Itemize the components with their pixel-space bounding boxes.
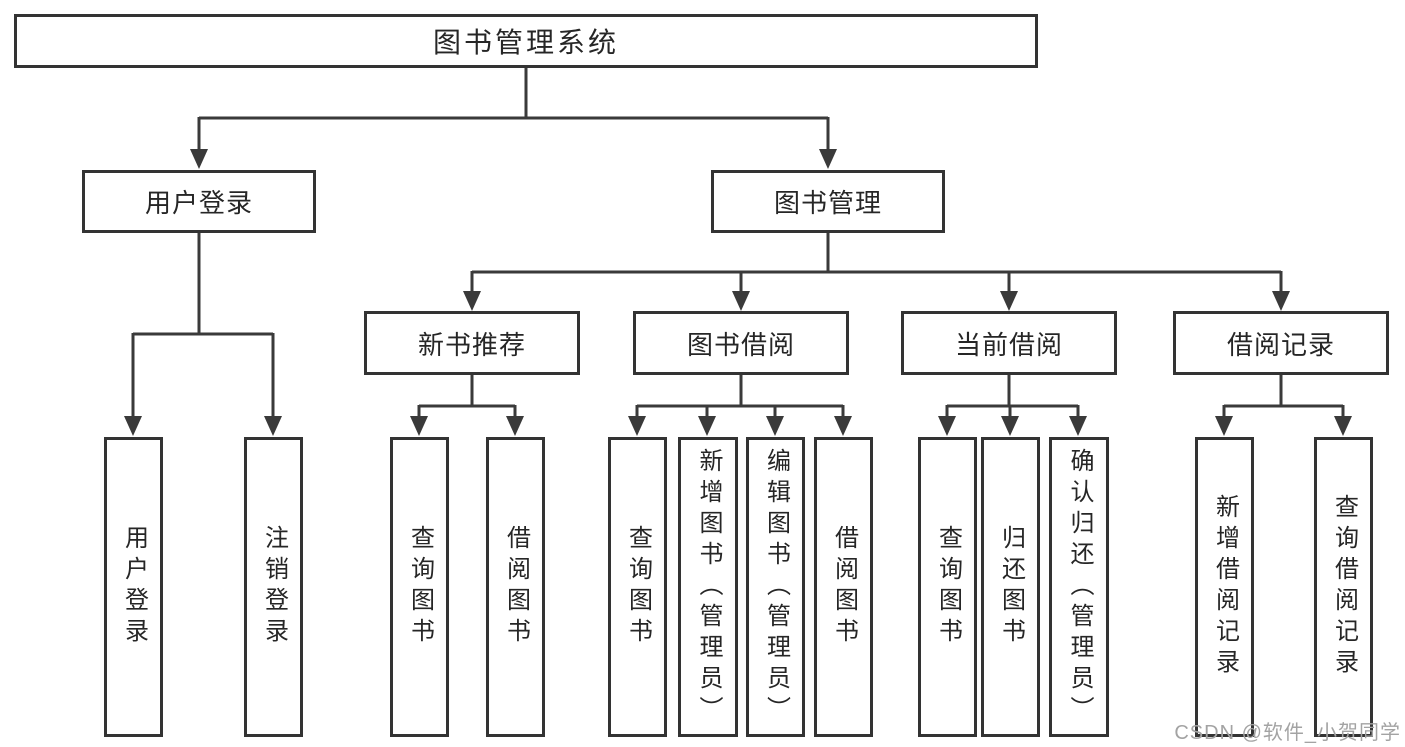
leaf-add-borrow-record-label: 新增借阅记录 xyxy=(1211,494,1239,680)
leaf-current-query-book: 查询图书 xyxy=(918,437,977,737)
leaf-add-book-admin: 新增图书（管理员） xyxy=(678,437,738,737)
leaf-logout: 注销登录 xyxy=(244,437,303,737)
node-root: 图书管理系统 xyxy=(14,14,1038,68)
leaf-query-borrow-record-label: 查询借阅记录 xyxy=(1330,494,1358,680)
leaf-query-borrow-record: 查询借阅记录 xyxy=(1314,437,1373,737)
leaf-edit-book-admin: 编辑图书（管理员） xyxy=(746,437,805,737)
leaf-recommend-borrow-book-label: 借阅图书 xyxy=(502,525,530,649)
leaf-current-query-book-label: 查询图书 xyxy=(934,525,962,649)
leaf-return-book: 归还图书 xyxy=(981,437,1040,737)
node-borrow-records: 借阅记录 xyxy=(1173,311,1389,375)
leaf-borrow-book: 借阅图书 xyxy=(814,437,873,737)
connector-records-to-leaves xyxy=(1215,375,1352,436)
leaf-return-book-label: 归还图书 xyxy=(997,525,1025,649)
connector-borrow-to-leaves xyxy=(628,375,852,436)
leaf-confirm-return-admin: 确认归还（管理员） xyxy=(1049,437,1109,737)
leaf-user-login-label: 用户登录 xyxy=(120,525,148,649)
leaf-add-book-admin-label: 新增图书（管理员） xyxy=(695,447,722,727)
node-root-label: 图书管理系统 xyxy=(432,27,619,58)
csdn-watermark: CSDN @软件_小贺同学 xyxy=(1174,722,1401,744)
node-book-manage-label: 图书管理 xyxy=(773,188,882,218)
connector-current-to-leaves xyxy=(938,375,1087,436)
leaf-recommend-query-book-label: 查询图书 xyxy=(406,525,434,649)
leaf-borrow-query-book: 查询图书 xyxy=(608,437,667,737)
node-current-borrow: 当前借阅 xyxy=(901,311,1117,375)
node-user-login-label: 用户登录 xyxy=(144,188,253,218)
leaf-recommend-borrow-book: 借阅图书 xyxy=(486,437,545,737)
connector-manage-to-level3 xyxy=(463,233,1290,311)
node-new-book-recommend-label: 新书推荐 xyxy=(417,329,526,360)
node-borrow-records-label: 借阅记录 xyxy=(1226,329,1335,360)
connector-login-to-leaves xyxy=(124,233,282,436)
node-book-borrow: 图书借阅 xyxy=(633,311,849,375)
leaf-user-login: 用户登录 xyxy=(104,437,163,737)
leaf-borrow-query-book-label: 查询图书 xyxy=(624,525,652,649)
leaf-edit-book-admin-label: 编辑图书（管理员） xyxy=(762,447,790,727)
leaf-confirm-return-admin-label: 确认归还（管理员） xyxy=(1066,447,1093,727)
node-user-login: 用户登录 xyxy=(82,170,316,233)
leaf-logout-label: 注销登录 xyxy=(260,525,288,649)
leaf-recommend-query-book: 查询图书 xyxy=(390,437,449,737)
leaf-borrow-book-label: 借阅图书 xyxy=(830,525,858,649)
connector-recommend-to-leaves xyxy=(410,375,524,436)
leaf-add-borrow-record: 新增借阅记录 xyxy=(1195,437,1254,737)
connector-root-to-level2 xyxy=(190,68,837,169)
node-current-borrow-label: 当前借阅 xyxy=(954,329,1063,360)
node-book-manage: 图书管理 xyxy=(711,170,945,233)
node-new-book-recommend: 新书推荐 xyxy=(364,311,580,375)
node-book-borrow-label: 图书借阅 xyxy=(686,329,795,360)
